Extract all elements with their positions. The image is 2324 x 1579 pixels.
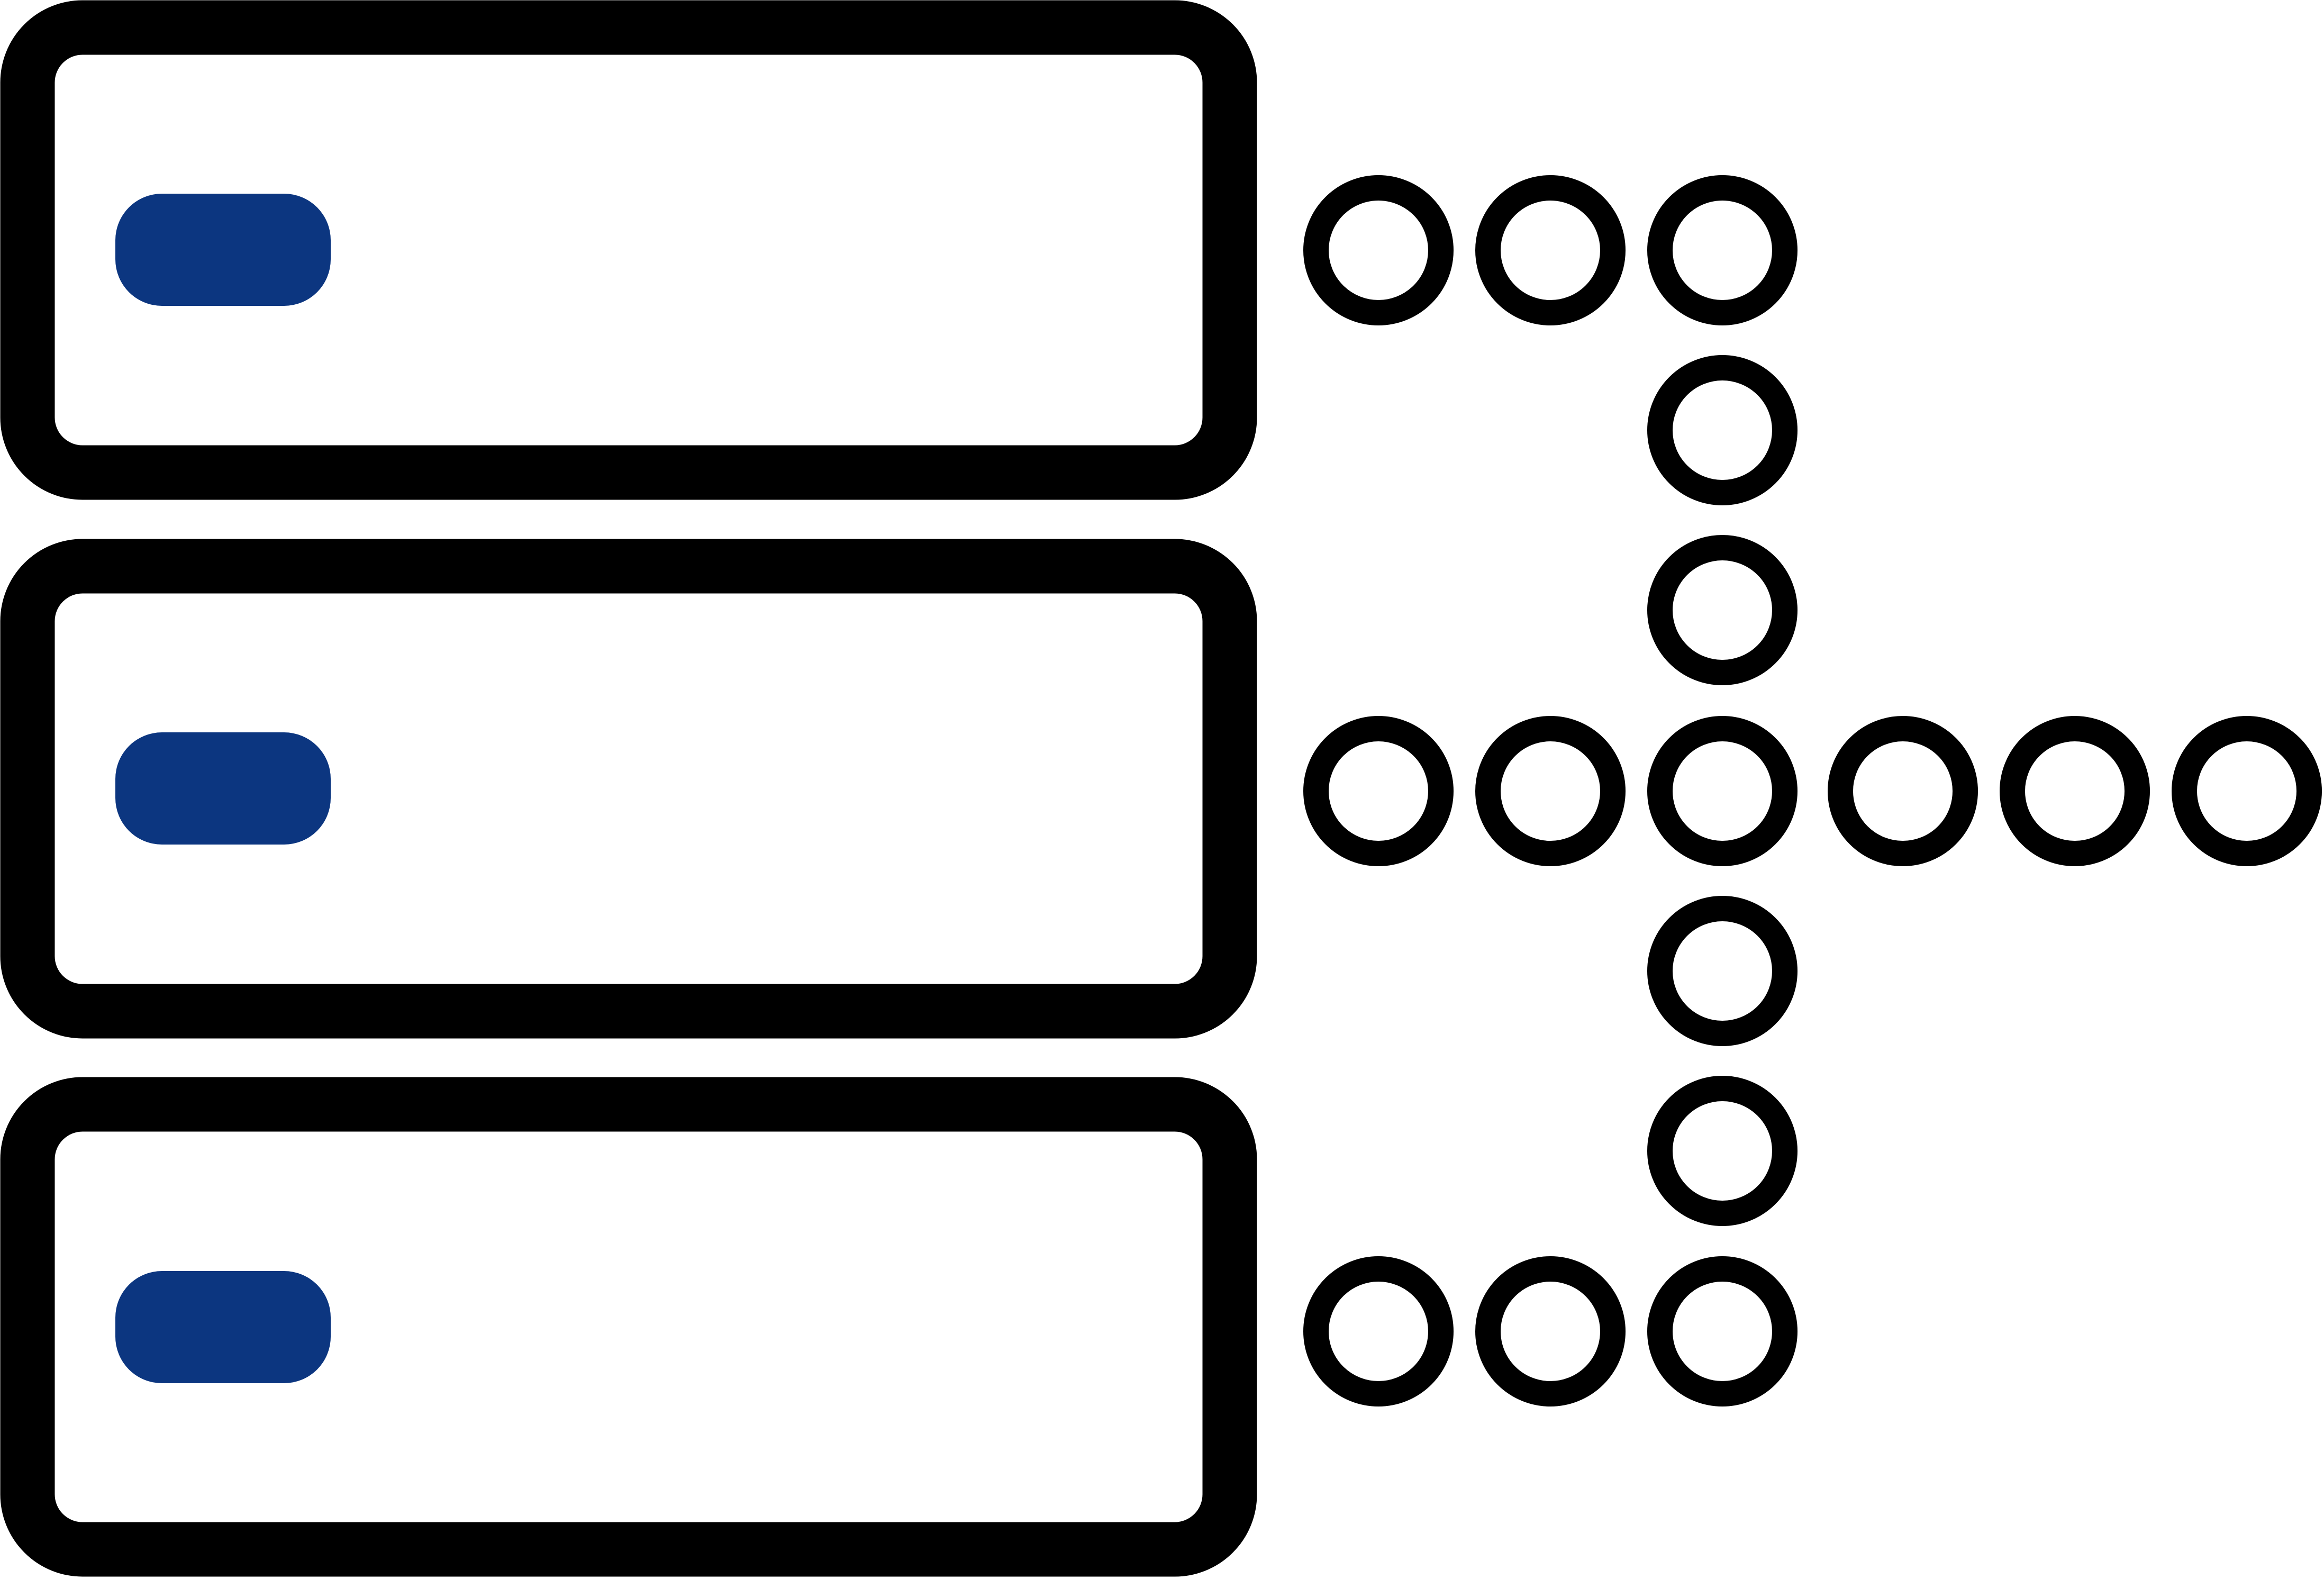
network-node — [1303, 716, 1454, 866]
server-status-indicator — [115, 732, 331, 845]
network-node — [1647, 355, 1798, 505]
network-node — [1647, 1256, 1798, 1406]
network-node — [2172, 716, 2322, 866]
network-node — [1475, 175, 1626, 325]
network-nodes — [1303, 175, 2322, 1406]
server-unit-top — [0, 0, 1257, 500]
server-frame — [0, 539, 1257, 1039]
server-status-indicator — [115, 194, 331, 306]
network-node — [1475, 1256, 1626, 1406]
server-unit-bottom — [0, 1077, 1257, 1577]
network-node — [1303, 175, 1454, 325]
network-node — [2000, 716, 2150, 866]
network-node — [1647, 896, 1798, 1046]
network-node — [1647, 1076, 1798, 1226]
server-status-indicator — [115, 1271, 331, 1383]
network-node — [1303, 1256, 1454, 1406]
network-node — [1647, 535, 1798, 685]
server-unit-middle — [0, 539, 1257, 1039]
server-frame — [0, 1077, 1257, 1577]
server-stack — [0, 0, 1257, 1577]
network-node — [1828, 716, 1978, 866]
network-node — [1647, 716, 1798, 866]
network-node — [1647, 175, 1798, 325]
server-frame — [0, 0, 1257, 500]
network-node — [1475, 716, 1626, 866]
